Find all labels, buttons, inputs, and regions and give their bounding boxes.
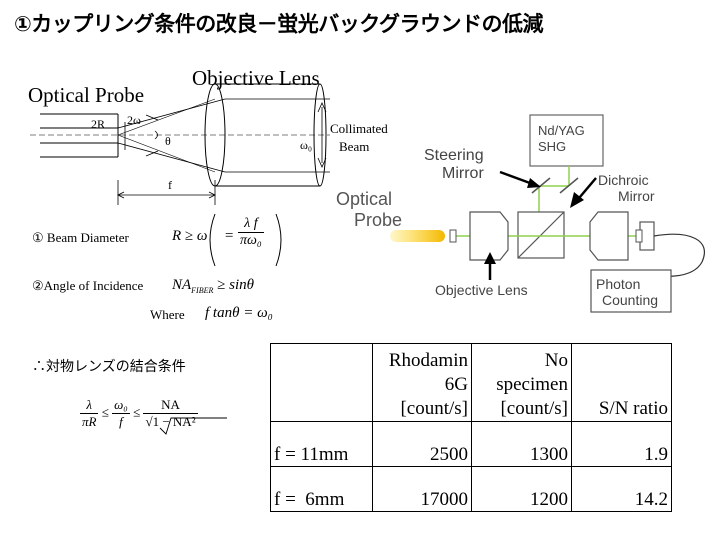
beam-diameter-lhs: R ≥ ω xyxy=(172,228,208,244)
steering-mirror-line2: Mirror xyxy=(442,165,484,182)
cond-den-3: √1 − NA² xyxy=(145,414,196,429)
beam-diameter-denominator: πω₀ xyxy=(240,233,262,248)
laser-label: Nd/YAG SHG xyxy=(538,123,585,155)
photon-counting-line2: Counting xyxy=(602,292,659,308)
beam-diameter-label: ① Beam Diameter xyxy=(32,230,129,245)
results-table: Rhodamin 6G [count/s] No specimen [count… xyxy=(270,343,672,512)
table-header-rhodamin: Rhodamin 6G [count/s] xyxy=(372,343,472,422)
objective-lens-right-label: Objective Lens xyxy=(435,282,528,298)
header-rhodamin-line3: [count/s] xyxy=(400,398,468,419)
dichroic-line2: Mirror xyxy=(618,188,655,204)
header-sn-line1: S/N ratio xyxy=(598,398,668,419)
leq-2: ≤ xyxy=(133,404,141,420)
table-header-sn-ratio: S/N ratio xyxy=(571,343,672,422)
angle-eq-na: NA xyxy=(172,277,192,293)
table-row: f = 6mm 17000 1200 14.2 xyxy=(270,466,672,512)
table-cell: 14.2 xyxy=(571,466,672,512)
angle-eq-rest: ≥ sinθ xyxy=(217,277,254,293)
cond-num-3: NA xyxy=(143,397,198,414)
table-cell: f = 11mm xyxy=(270,421,373,467)
cond-frac-3: NA√1 − NA² xyxy=(143,397,198,430)
header-rhodamin-line2: 6G xyxy=(444,374,468,395)
beam-diameter-numerator: λ f xyxy=(238,216,264,233)
label-f: f xyxy=(168,178,172,192)
header-rhodamin-line1: Rhodamin xyxy=(388,350,468,371)
table-header-no-specimen: No specimen [count/s] xyxy=(471,343,572,422)
where-equation: f tanθ = ω₀ xyxy=(205,305,273,321)
header-nospec-line2: specimen xyxy=(496,374,568,395)
optical-probe-right-label: Optical Probe xyxy=(336,189,402,231)
collimated-label: Collimated xyxy=(330,121,388,136)
label-omega0: ω₀ xyxy=(300,138,313,152)
cond-den-1: πR xyxy=(82,414,97,429)
cond-den-2: f xyxy=(119,414,123,429)
laser-label-line2: SHG xyxy=(538,139,567,154)
laser-label-line1: Nd/YAG xyxy=(538,123,585,138)
angle-equation: NAFIBER ≥ sinθ xyxy=(172,277,254,295)
beam-diameter-fraction: λ f πω₀ xyxy=(238,216,264,249)
table-cell: 17000 xyxy=(372,466,472,512)
where-label: Where xyxy=(150,307,185,322)
label-2r: 2R xyxy=(91,117,106,131)
header-nospec-line3: [count/s] xyxy=(500,398,568,419)
table-cell: 1200 xyxy=(471,466,572,512)
optical-probe-right-line2: Probe xyxy=(354,210,403,230)
dichroic-line1: Dichroic xyxy=(598,172,649,188)
table-cell: 1.9 xyxy=(571,421,672,467)
page-title: ①カップリング条件の改良－蛍光バックグラウンドの低減 xyxy=(14,12,543,36)
cond-num-2: ω₀ xyxy=(112,397,130,414)
leq-1: ≤ xyxy=(101,404,109,420)
table-cell: 1300 xyxy=(471,421,572,467)
photon-counting-line1: Photon xyxy=(596,276,641,292)
angle-eq-sub: FIBER xyxy=(191,286,214,295)
photon-counting-label: Photon Counting xyxy=(596,276,658,308)
cond-num-1: λ xyxy=(80,397,99,414)
label-theta: θ xyxy=(165,134,171,148)
header-nospec-line1: No xyxy=(544,350,568,371)
table-row: f = 11mm 2500 1300 1.9 xyxy=(270,421,672,467)
optical-probe-label: Optical Probe xyxy=(28,83,145,107)
angle-of-incidence-label: ②Angle of Incidence xyxy=(32,278,144,293)
optical-probe-right-line1: Optical xyxy=(336,189,393,209)
table-cell: f = 6mm xyxy=(270,466,373,512)
label-2omega: 2ω xyxy=(127,113,141,127)
table-cell: 2500 xyxy=(372,421,472,467)
table-header-row: Rhodamin 6G [count/s] No specimen [count… xyxy=(270,343,672,422)
dichroic-mirror-label: Dichroic Mirror xyxy=(598,172,655,204)
steering-mirror-label: Steering Mirror xyxy=(424,147,484,183)
coupling-condition-label: ∴対物レンズの結合条件 xyxy=(32,358,186,374)
beam-label: Beam xyxy=(339,139,370,154)
steering-mirror-line1: Steering xyxy=(424,147,484,164)
beam-diameter-eq-sign: = xyxy=(224,228,235,244)
table-header-cell-empty xyxy=(270,343,373,422)
objective-lens-label: Objective Lens xyxy=(192,66,320,90)
